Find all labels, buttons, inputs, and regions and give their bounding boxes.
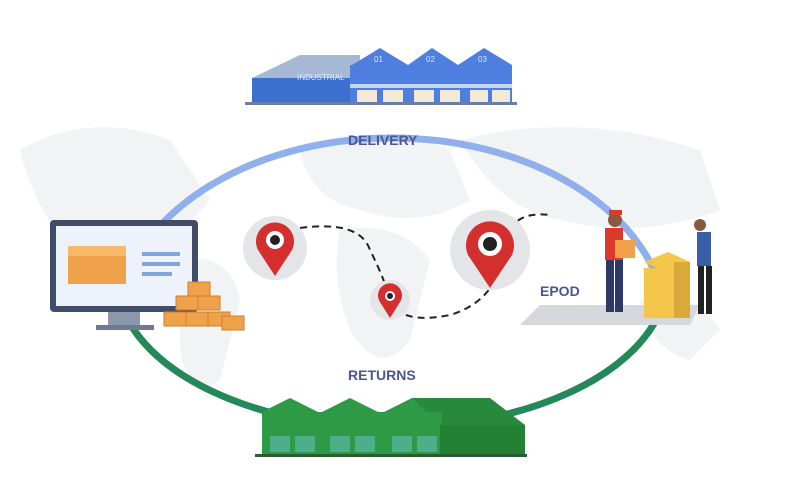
delivery-warehouse: INDUSTRIAL 01 02 03 bbox=[245, 48, 517, 105]
returns-label: RETURNS bbox=[348, 367, 416, 383]
epod-label: EPOD bbox=[540, 283, 580, 299]
bay-label: 01 bbox=[374, 55, 383, 64]
location-pin-icon bbox=[450, 210, 530, 290]
returns-warehouse bbox=[255, 398, 527, 457]
location-pin-icon bbox=[370, 280, 410, 320]
bay-label: 02 bbox=[426, 55, 435, 64]
delivery-label: DELIVERY bbox=[348, 132, 418, 148]
stacked-boxes-icon bbox=[163, 281, 245, 331]
warehouse-sign: INDUSTRIAL bbox=[297, 73, 345, 82]
delivery-handover-illustration bbox=[520, 210, 712, 325]
computer-monitor-icon bbox=[50, 220, 198, 330]
bay-label: 03 bbox=[478, 55, 487, 64]
location-pin-icon bbox=[243, 216, 307, 280]
